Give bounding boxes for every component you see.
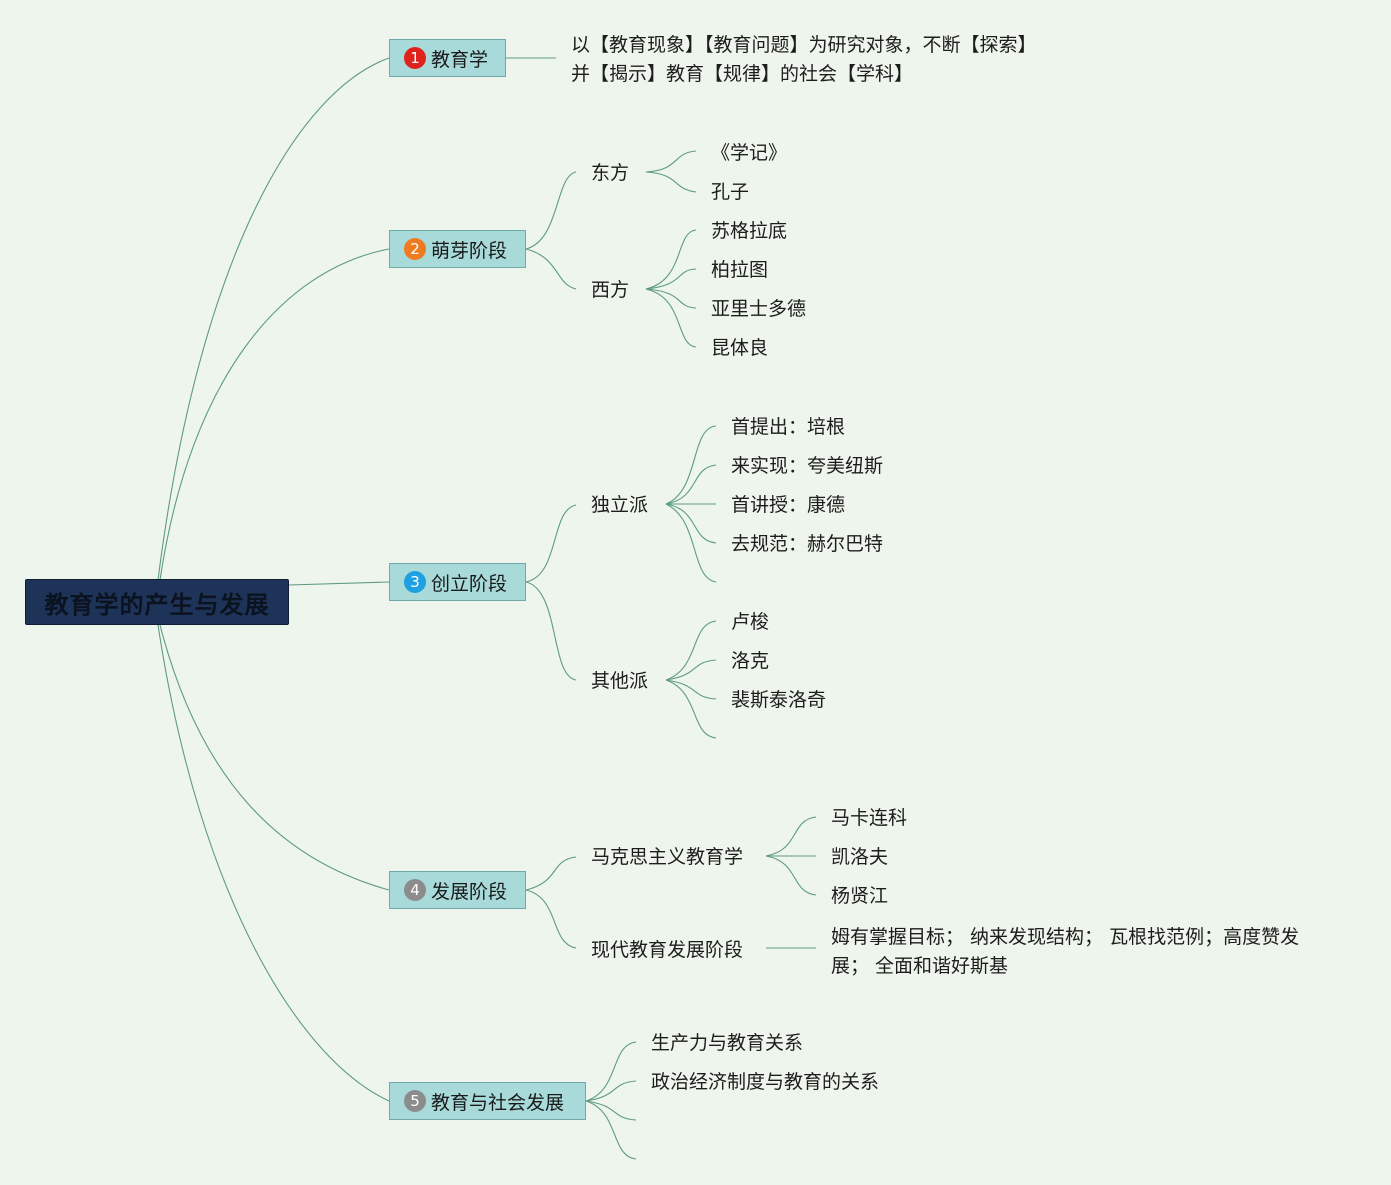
list-item[interactable]: 去规范：赫尔巴特 [731,533,884,555]
list-item[interactable]: 柏拉图 [711,259,769,281]
link-root-topic1 [157,57,390,581]
subtopic-others[interactable]: 其他派 [591,670,649,692]
priority-3-icon: 3 [404,571,426,593]
list-item[interactable]: 孔子 [711,181,750,203]
list-item[interactable]: 《学记》 [711,142,788,164]
link-east-item2 [645,171,697,193]
list-item[interactable]: 生产力与教育关系 [651,1032,804,1054]
link-indep-item1 [665,425,717,505]
link-others-item4 [665,679,717,739]
priority-2-icon: 2 [404,238,426,260]
link-topic5-item1 [585,1041,637,1102]
priority-5-icon: 5 [404,1090,426,1112]
link-others-item1 [665,620,717,681]
link-indep-item2 [665,464,717,505]
link-west-item1 [645,229,697,290]
link-root-topic4 [159,624,390,891]
priority-1-icon: 1 [404,47,426,69]
link-root-topic2 [159,248,390,581]
list-item[interactable]: 来实现：夸美纽斯 [731,455,884,477]
topic-fazhan[interactable]: 4 发展阶段 [389,871,526,909]
list-item[interactable]: 马卡连科 [831,807,908,829]
link-others-item3 [665,679,717,700]
link-topic2-west [525,248,577,290]
subtopic-west[interactable]: 西方 [591,279,630,301]
priority-4-icon: 4 [404,879,426,901]
central-topic[interactable]: 教育学的产生与发展 [25,579,289,625]
topic-label: 教育学 [431,48,489,71]
subtopic-modern[interactable]: 现代教育发展阶段 [591,939,744,961]
topic-jiaoyu-shehui[interactable]: 5 教育与社会发展 [389,1082,586,1120]
modern-summary-text[interactable]: 姆有掌握目标； 纳来发现结构； 瓦根找范例；高度赞发展； 全面和谐好斯基 [831,926,1300,977]
list-item[interactable]: 裴斯泰洛奇 [731,689,827,711]
link-topic5-item2 [585,1080,637,1102]
list-item[interactable]: 昆体良 [711,337,769,359]
link-east-item1 [645,150,697,173]
list-item[interactable]: 卢梭 [731,611,770,633]
list-item[interactable]: 亚里士多德 [711,298,807,320]
topic-label: 萌芽阶段 [431,239,508,262]
link-marx-item3 [765,855,817,896]
list-item[interactable]: 首讲授：康德 [731,494,846,516]
definition-line-1: 以【教育现象】【教育问题】为研究对象，不断【探索】 [571,34,1037,56]
subtopic-marxist[interactable]: 马克思主义教育学 [591,846,744,868]
link-indep-item5 [665,503,717,583]
link-topic5-item3 [585,1100,637,1121]
link-root-topic3 [288,581,390,586]
link-topic4-modern [525,889,577,949]
central-topic-label: 教育学的产生与发展 [44,590,270,619]
topic-mengya[interactable]: 2 萌芽阶段 [389,230,526,268]
link-root-topic5 [157,624,390,1102]
link-topic3-others [525,581,577,681]
list-item[interactable]: 政治经济制度与教育的关系 [651,1071,880,1093]
subtopic-east[interactable]: 东方 [591,162,630,184]
link-west-item3 [645,288,697,309]
topic-chuangli[interactable]: 3 创立阶段 [389,563,526,601]
list-item[interactable]: 凯洛夫 [831,846,889,868]
topic-label: 教育与社会发展 [431,1091,565,1114]
subtopic-independent[interactable]: 独立派 [591,494,649,516]
list-item[interactable]: 首提出：培根 [731,416,846,438]
link-marx-item1 [765,816,817,857]
link-indep-item4 [665,503,717,544]
link-west-item2 [645,268,697,290]
link-others-item2 [665,659,717,681]
link-topic5-item4 [585,1100,637,1160]
link-topic3-independent [525,504,577,583]
link-topic2-east [525,171,577,250]
topic-label: 发展阶段 [431,880,508,903]
list-item[interactable]: 杨贤江 [831,885,889,907]
definition-line-2: 并【揭示】教育【规律】的社会【学科】 [571,63,914,85]
topic-jiaoyuxue[interactable]: 1 教育学 [389,39,506,77]
link-topic4-marxist [525,856,577,891]
list-item[interactable]: 苏格拉底 [711,220,788,242]
topic-label: 创立阶段 [431,572,508,595]
link-west-item4 [645,288,697,348]
list-item[interactable]: 洛克 [731,650,770,672]
